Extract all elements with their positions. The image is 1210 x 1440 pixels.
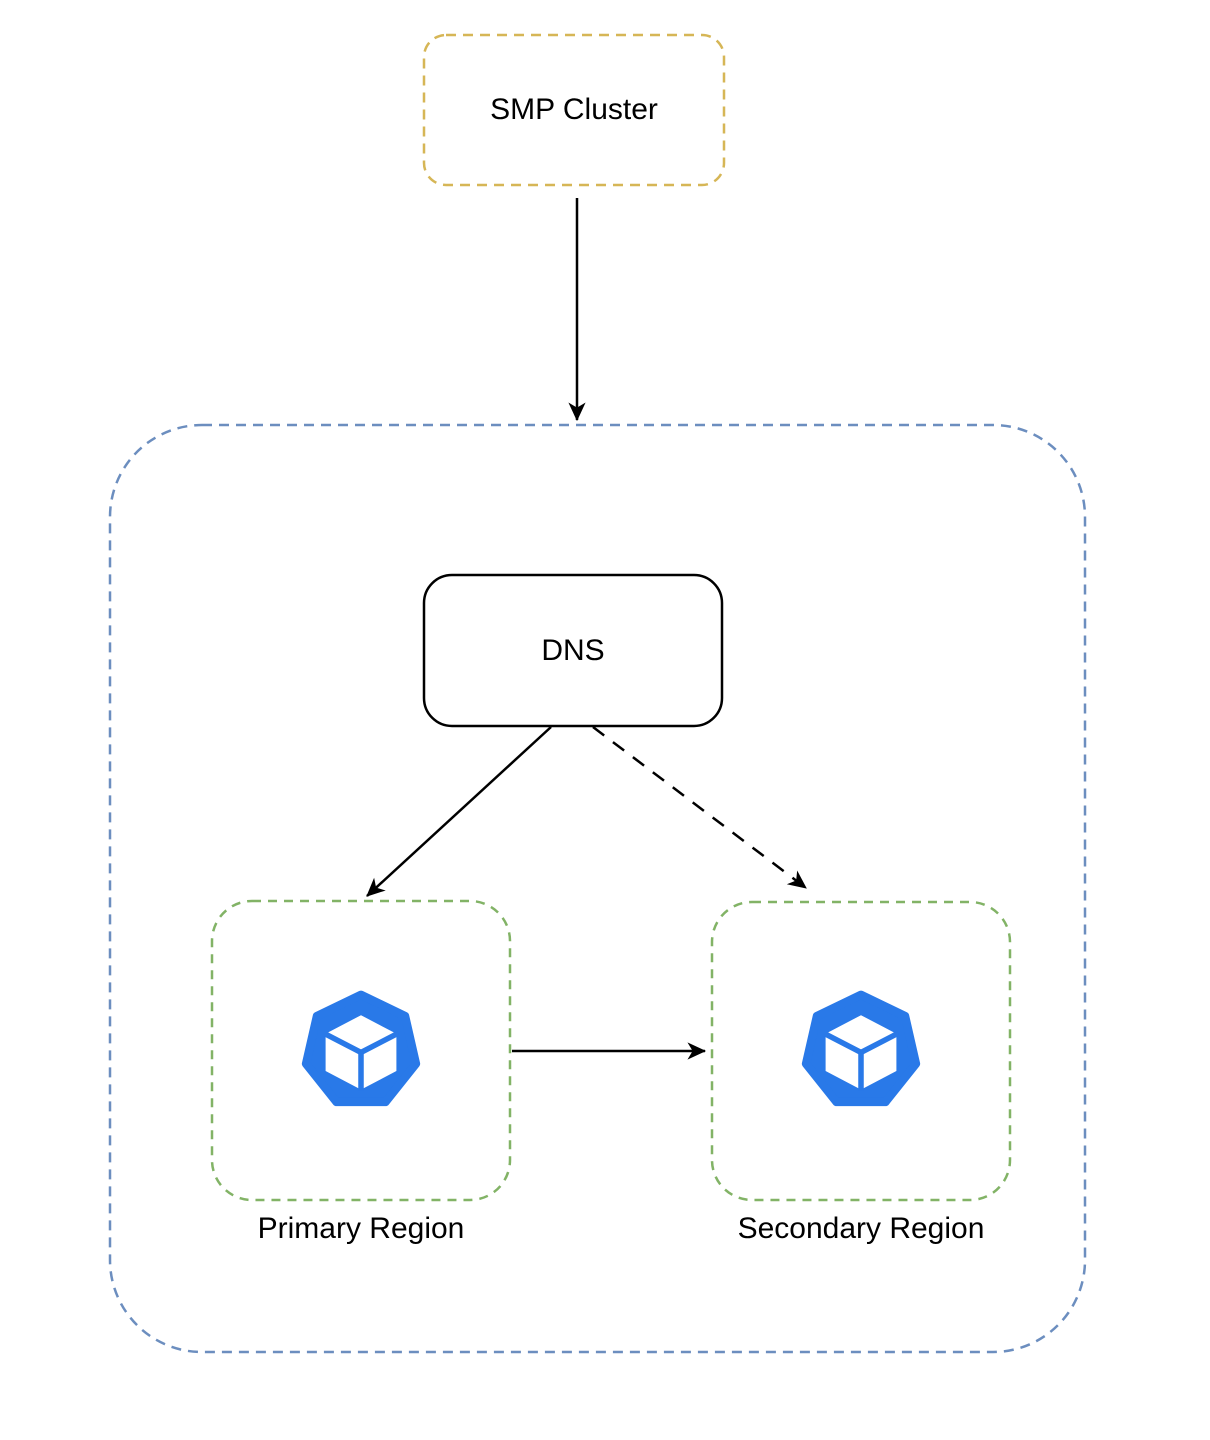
dns-box	[422, 573, 724, 728]
secondary-region-box	[710, 900, 1012, 1202]
primary-region-box	[210, 899, 512, 1202]
cube-face-separators	[322, 1030, 400, 1091]
outer-region-container	[108, 423, 1087, 1354]
container-heptagon-cube-icon	[801, 990, 921, 1107]
cube-silhouette	[325, 1015, 397, 1090]
secondary-region-label: Secondary Region	[737, 1212, 985, 1245]
edge-dns-to-secondary	[592, 726, 807, 889]
smp-cluster-box	[422, 33, 726, 187]
primary-region-label: Primary Region	[257, 1212, 465, 1245]
cube-silhouette	[825, 1015, 897, 1090]
edge-dns-to-primary	[366, 726, 552, 897]
smp-cluster-label: SMP Cluster	[490, 93, 658, 126]
dns-label: DNS	[541, 633, 605, 667]
cube-face-separators	[822, 1030, 900, 1091]
container-heptagon-cube-icon	[301, 990, 421, 1107]
